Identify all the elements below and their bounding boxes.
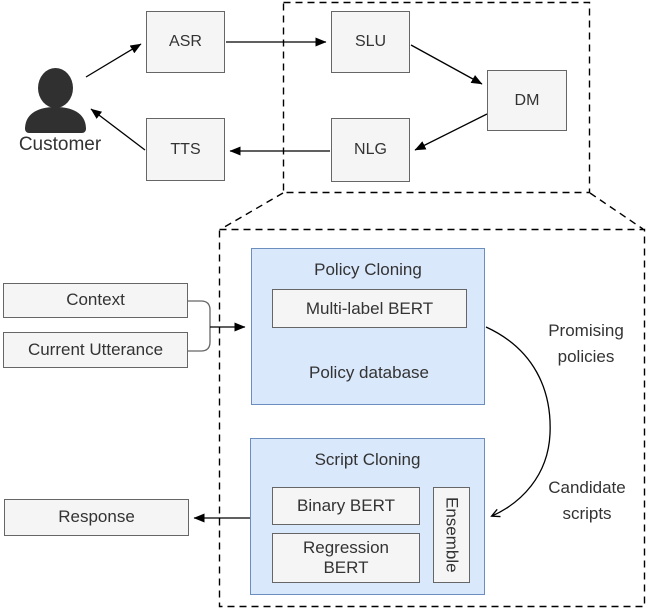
node-nlg: NLG — [331, 118, 410, 182]
node-asr: ASR — [146, 11, 225, 73]
input-merge-bracket — [188, 300, 211, 352]
customer-label: Customer — [18, 134, 102, 155]
node-response: Response — [4, 499, 189, 536]
node-binary-bert: Binary BERT — [272, 487, 420, 525]
node-current-utterance: Current Utterance — [3, 332, 188, 368]
zoom-guide-line-left — [220, 192, 284, 230]
node-slu: SLU — [331, 11, 410, 73]
node-tts: TTS — [146, 118, 225, 181]
node-regression-bert: Regression BERT — [272, 533, 420, 583]
regression-bert-label: Regression BERT — [303, 538, 389, 577]
arrow-slu-to-dm — [410, 44, 483, 85]
node-multi-label-bert: Multi-label BERT — [272, 289, 467, 328]
customer-icon — [25, 68, 86, 133]
policy-cloning-title: Policy Cloning — [314, 260, 422, 279]
arrow-customer-to-asr — [85, 43, 142, 78]
arrow-dm-to-nlg — [414, 113, 488, 151]
label-promising-policies: Promising policies — [548, 321, 624, 367]
label-candidate-scripts: Candidate scripts — [548, 478, 626, 524]
node-dm: DM — [487, 70, 567, 131]
script-cloning-title: Script Cloning — [314, 450, 421, 469]
zoom-guide-line-right — [589, 192, 644, 230]
node-ensemble: Ensemble — [433, 487, 470, 583]
node-context: Context — [3, 283, 188, 318]
policy-database-label: Policy database — [308, 363, 430, 382]
